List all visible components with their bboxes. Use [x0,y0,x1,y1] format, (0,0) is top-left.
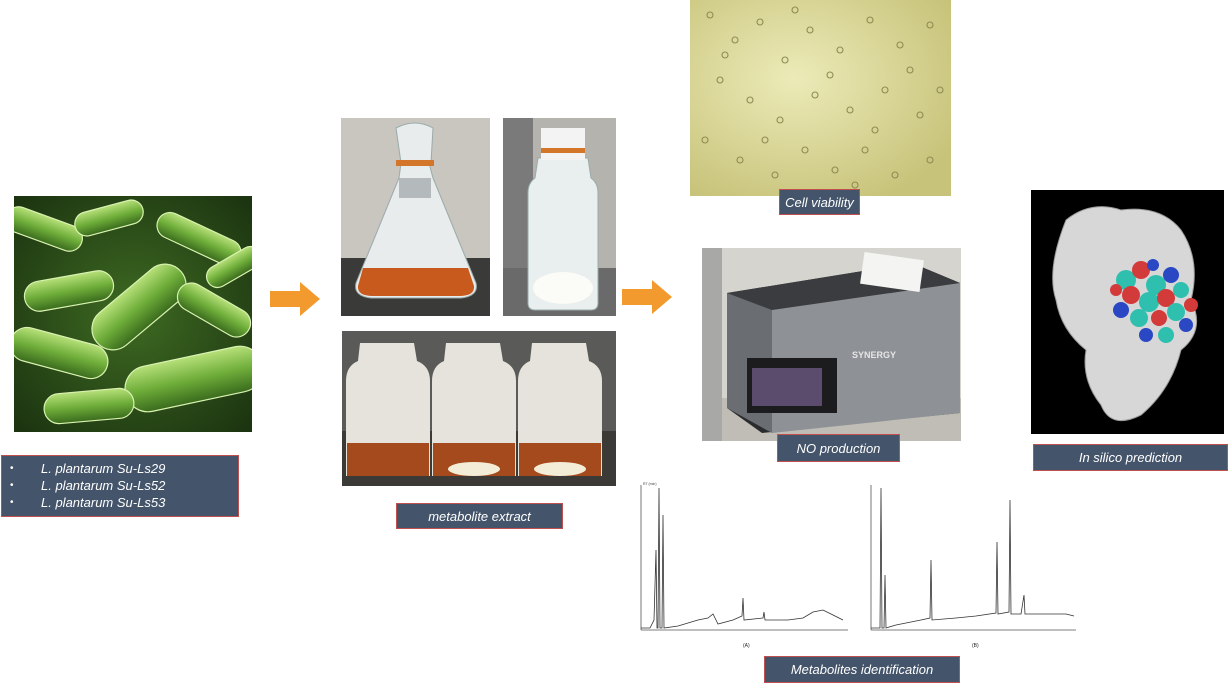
strain-name: L. plantarum Su-Ls53 [41,495,166,510]
strain-list: •L. plantarum Su-Ls29 •L. plantarum Su-L… [1,455,239,517]
arrow-right-icon [622,280,672,319]
strain-name: L. plantarum Su-Ls29 [41,461,166,476]
chromatogram-a-caption: (A) [743,643,750,649]
svg-text:SYNERGY: SYNERGY [852,350,896,360]
svg-text:RT (min): RT (min) [643,482,656,486]
no-production-text: NO production [796,440,881,456]
protein-surface-image [1031,190,1224,434]
metabolite-extract-text: metabolite extract [428,508,531,524]
no-production-label: NO production [777,434,900,462]
metabolites-identification-label: Metabolites identification [764,656,960,683]
metabolites-identification-text: Metabolites identification [790,662,934,677]
cell-viability-label: Cell viability [779,189,860,215]
bottle-culture-photo [503,118,616,316]
strain-item: •L. plantarum Su-Ls53 [10,495,166,510]
chromatogram-b: (B) [866,480,1084,650]
cell-viability-text: Cell viability [785,194,854,210]
flask-culture-photo [341,118,490,316]
metabolite-bottles-photo [342,331,616,486]
cell-viability-photo [690,0,951,196]
strain-item: •L. plantarum Su-Ls52 [10,478,166,493]
bacteria-image [14,196,252,432]
strain-name: L. plantarum Su-Ls52 [41,478,166,493]
in-silico-text: In silico prediction [1078,450,1183,465]
chromatogram-a: RT (min) (A) [638,480,853,650]
strain-item: •L. plantarum Su-Ls29 [10,461,166,476]
in-silico-label: In silico prediction [1033,444,1228,471]
chromatogram-b-caption: (B) [972,643,979,649]
plate-reader-photo: SYNERGY [702,248,961,441]
metabolite-extract-label: metabolite extract [396,503,563,529]
arrow-right-icon [270,282,320,321]
